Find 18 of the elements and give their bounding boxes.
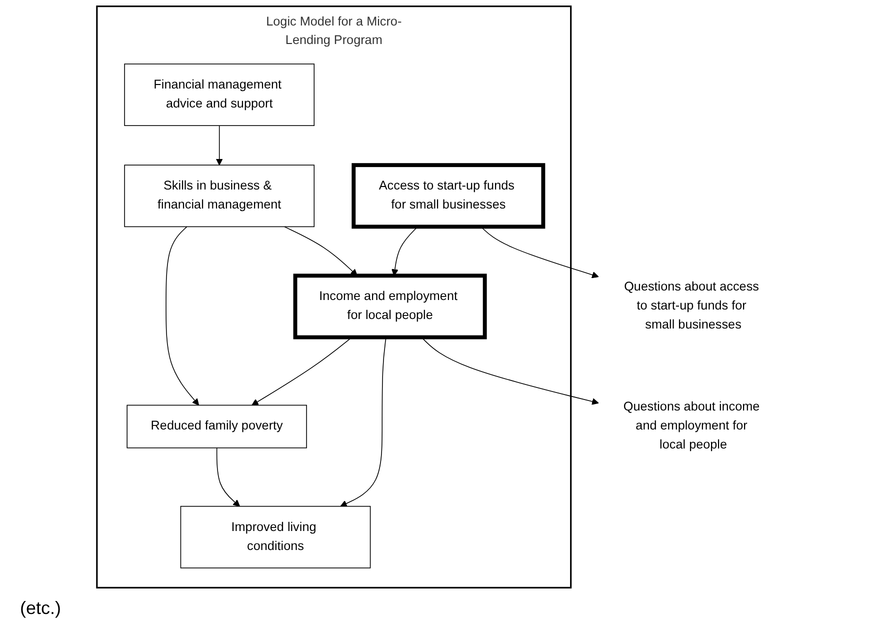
node-box: Improved living conditions <box>180 506 371 568</box>
arrow <box>340 336 386 507</box>
node-text: Questions about access to start-up funds for small businesses <box>624 280 759 332</box>
arrow <box>166 226 200 406</box>
note-text: (etc.) <box>20 598 62 619</box>
node-box: Financial management advice and support <box>124 64 315 126</box>
arrow <box>252 336 352 406</box>
node-box: Reduced family poverty <box>126 404 307 448</box>
node-box: Skills in business & financial management <box>124 164 315 228</box>
node-box: Access to start-up funds for small businesses <box>352 163 546 229</box>
arrow <box>391 226 418 276</box>
arrow <box>216 447 240 507</box>
node-text: Questions about income and employment for local people <box>623 400 760 452</box>
arrow <box>421 336 599 405</box>
arrow <box>480 226 599 278</box>
arrow <box>216 125 223 166</box>
node-box: Income and employment for local people <box>293 274 487 340</box>
arrow <box>284 226 358 276</box>
